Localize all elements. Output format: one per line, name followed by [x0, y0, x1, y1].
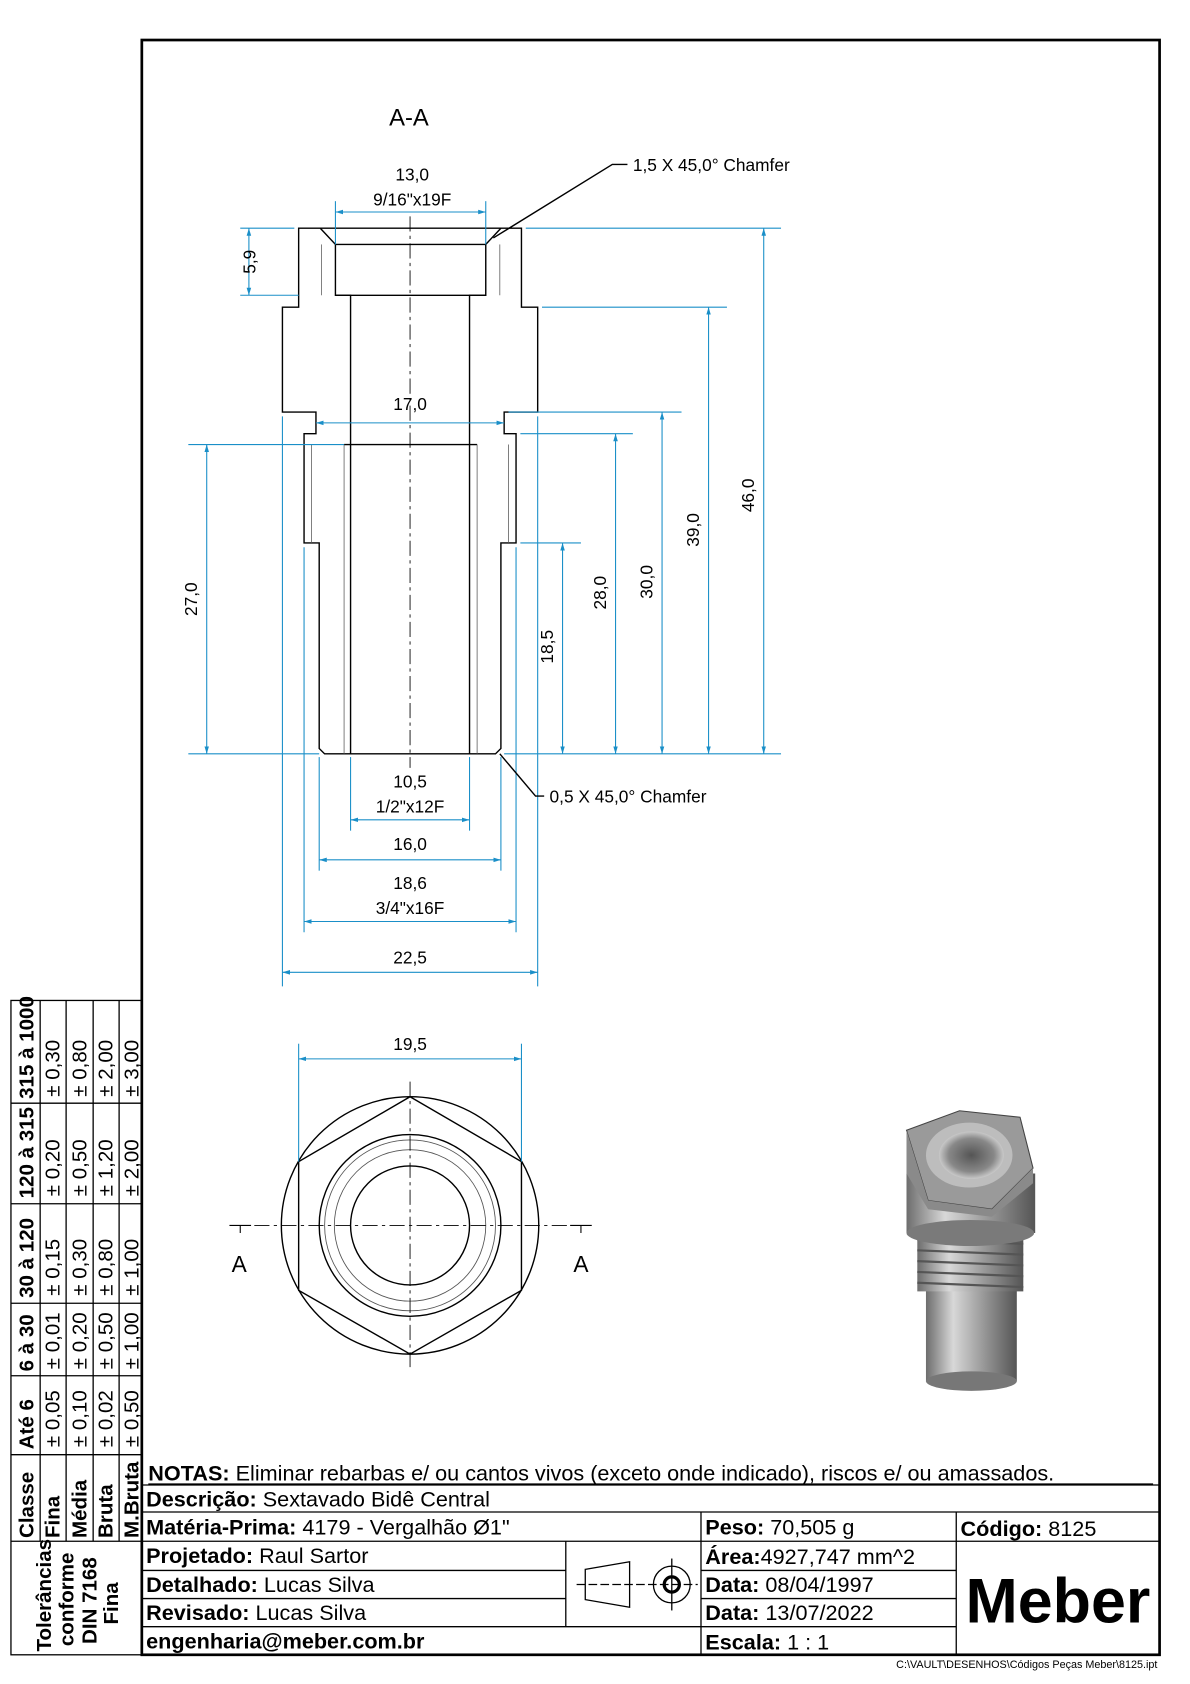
dim-outer-thread: 3/4"x16F	[376, 898, 445, 918]
tol-value: ± 0,30	[42, 1040, 65, 1097]
tol-value: ± 0,15	[42, 1239, 65, 1296]
file-path: C:\VAULT\DESENHOS\Códigos Peças Meber\81…	[896, 1659, 1157, 1671]
tol-value: ± 0,02	[95, 1390, 118, 1447]
tol-value: ± 0,50	[69, 1139, 92, 1196]
tol-value: ± 0,20	[42, 1139, 65, 1196]
dim-bottom-bore: 10,5	[393, 771, 427, 791]
dim-outer-thread-dia: 18,6	[393, 873, 427, 893]
notes: NOTAS: Eliminar rebarbas e/ ou cantos vi…	[148, 1461, 1054, 1486]
tol-value: ± 0,05	[42, 1390, 65, 1447]
section-title: A-A	[389, 104, 429, 131]
dim-groove-height: 30,0	[636, 565, 656, 599]
tol-value: ± 0,30	[69, 1239, 92, 1296]
tol-value: ± 0,80	[69, 1040, 92, 1097]
section-label-left: A	[232, 1251, 248, 1277]
dim-inner-thread-depth: 27,0	[181, 582, 201, 616]
tol-header-range: 120 à 315	[16, 1107, 39, 1198]
tol-value: ± 0,50	[121, 1390, 144, 1447]
meber-logo: Meber	[966, 1566, 1151, 1636]
tol-value: ± 1,00	[121, 1239, 144, 1296]
tol-caption: conforme	[56, 1553, 79, 1647]
tol-class-label: Média	[69, 1479, 92, 1538]
dim-top-thread: 9/16"x19F	[373, 189, 451, 209]
dim-hex-height: 39,0	[683, 513, 703, 547]
description: Descrição: Sextavado Bidê Central	[146, 1487, 490, 1512]
dim-bottom-thread: 1/2"x12F	[376, 796, 445, 816]
dim-shank-height: 18,5	[537, 630, 557, 664]
tol-value: ± 0,20	[69, 1312, 92, 1369]
contact-email: engenharia@meber.com.br	[146, 1628, 425, 1653]
chamfer-top-note: 1,5 X 45,0° Chamfer	[633, 155, 790, 175]
tol-value: ± 1,20	[95, 1139, 118, 1196]
tol-class-label: Bruta	[95, 1484, 118, 1538]
date-revised: Data: 13/07/2022	[705, 1600, 873, 1625]
dim-total-length: 46,0	[738, 479, 758, 513]
area: Área:4927,747 mm^2	[705, 1544, 915, 1569]
dim-hex-corner-dia: 22,5	[393, 948, 427, 968]
detailed-by: Detalhado: Lucas Silva	[146, 1572, 375, 1597]
tol-header-range: 6 à 30	[16, 1314, 39, 1371]
top-view: A A 19,5	[229, 1034, 592, 1369]
tol-value: ± 2,00	[95, 1040, 118, 1097]
tol-value: ± 0,50	[95, 1312, 118, 1369]
tol-class-label: Fina	[42, 1495, 65, 1538]
sheet-border	[140, 38, 1161, 1657]
tol-header-range: Até 6	[16, 1399, 39, 1449]
title-block: NOTAS: Eliminar rebarbas e/ ou cantos vi…	[141, 1461, 1160, 1671]
dim-thread-height: 28,0	[590, 576, 610, 610]
tolerance-table: Classe Até 6 6 à 30 30 à 120 120 à 315 3…	[10, 996, 144, 1656]
tol-value: ± 2,00	[121, 1139, 144, 1196]
part-code: Código: 8125	[961, 1516, 1097, 1541]
weight: Peso: 70,505 g	[705, 1515, 854, 1540]
tol-caption: Tolerâncias	[33, 1539, 56, 1652]
dim-top-bore: 13,0	[395, 165, 429, 185]
section-hatch-right	[468, 227, 539, 755]
tol-caption: DIN 7168	[78, 1557, 101, 1644]
designed-by: Projetado: Raul Sartor	[146, 1543, 368, 1568]
tol-class-label: M.Bruta	[121, 1461, 144, 1538]
section-label-right: A	[573, 1251, 589, 1277]
revised-by: Revisado: Lucas Silva	[146, 1600, 367, 1625]
section-view: A-A	[181, 104, 790, 987]
dim-shank-dia: 16,0	[393, 834, 427, 854]
scale: Escala: 1 : 1	[705, 1629, 829, 1654]
date-created: Data: 08/04/1997	[705, 1572, 873, 1597]
tol-header-class: Classe	[16, 1472, 39, 1538]
first-angle-projection-icon	[576, 1558, 698, 1611]
tol-header-range: 315 à 1000	[16, 996, 39, 1099]
tol-value: ± 0,01	[42, 1312, 65, 1369]
dim-groove-dia: 17,0	[393, 394, 427, 414]
chamfer-bottom-note: 0,5 X 45,0° Chamfer	[550, 787, 707, 807]
tol-caption: Fina	[100, 1582, 123, 1625]
tol-value: ± 0,80	[95, 1239, 118, 1296]
tol-value: ± 1,00	[121, 1312, 144, 1369]
material: Matéria-Prima: 4179 - Vergalhão Ø1"	[146, 1515, 509, 1540]
tol-value: ± 0,10	[69, 1390, 92, 1447]
tol-value: ± 3,00	[121, 1040, 144, 1097]
dim-hex-flats: 19,5	[393, 1034, 427, 1054]
dim-counterbore-depth: 5,9	[239, 250, 259, 274]
iso-view-render	[905, 1110, 1036, 1391]
tol-header-range: 30 à 120	[16, 1218, 39, 1298]
section-hatch-left	[281, 227, 352, 755]
